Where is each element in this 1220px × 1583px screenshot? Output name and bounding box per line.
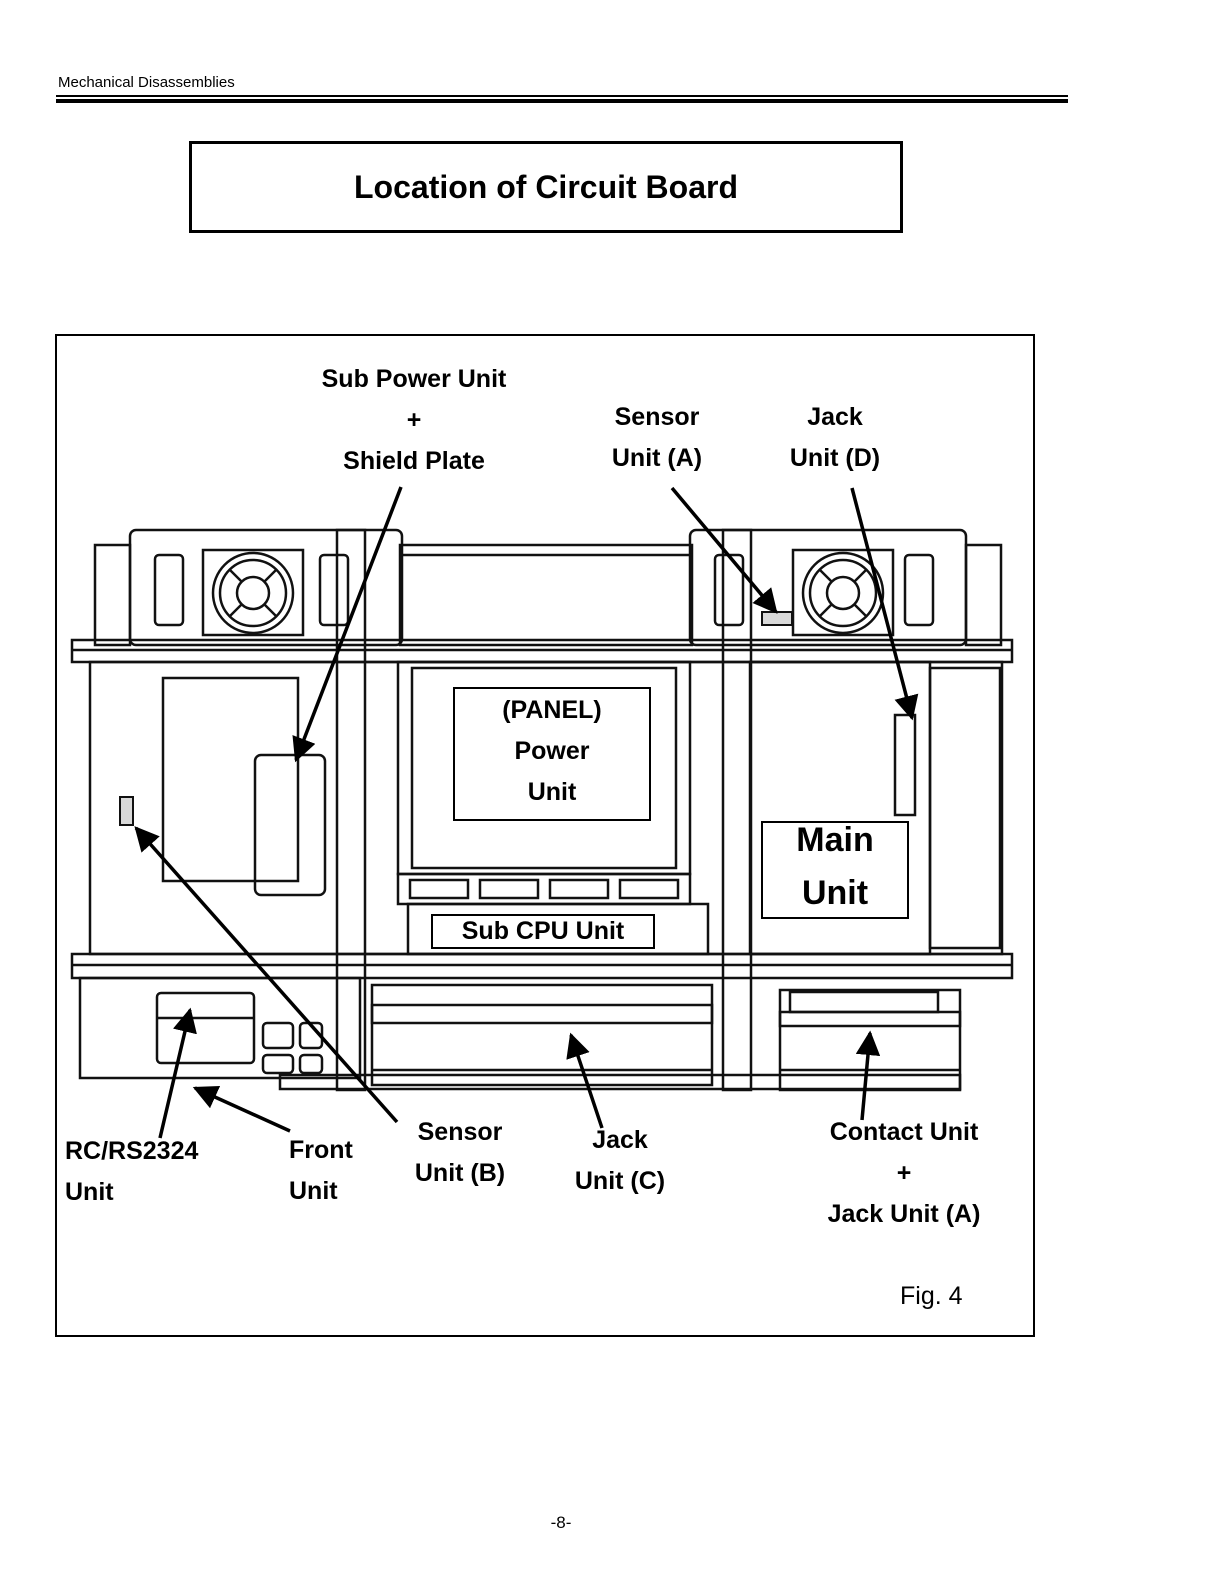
- header-rule-thin: [56, 95, 1068, 97]
- label-sub-cpu-unit: Sub CPU Unit: [461, 917, 625, 945]
- page-number: -8-: [550, 1513, 572, 1532]
- label-line: Unit (B): [414, 1159, 506, 1187]
- label-line: +: [406, 406, 422, 434]
- arrow-sensor-b: [134, 826, 399, 1124]
- label-contact-unit: Contact Unit + Jack Unit (A): [804, 1112, 1004, 1235]
- label-jack-unit-c: Jack Unit (C): [555, 1120, 685, 1202]
- figure-caption: Fig. 4: [900, 1282, 963, 1310]
- label-line: Jack: [807, 403, 863, 431]
- label-line: Shield Plate: [343, 447, 485, 475]
- label-line: Unit: [289, 1177, 338, 1205]
- section-header: Mechanical Disassemblies: [58, 74, 235, 91]
- label-line: Main: [796, 821, 874, 859]
- page-title: Location of Circuit Board: [354, 168, 738, 205]
- label-line: Power: [514, 737, 590, 765]
- label-line: Sensor: [417, 1118, 503, 1146]
- label-line: +: [896, 1159, 912, 1187]
- panel-power-box: [453, 687, 651, 821]
- arrow-contact: [855, 1030, 881, 1121]
- main-unit-box: [761, 821, 909, 919]
- label-line: RC/RS2324: [65, 1137, 199, 1165]
- arrow-sensor-a: [670, 486, 778, 614]
- label-line: Contact Unit: [829, 1118, 979, 1146]
- bottom-frame: [70, 952, 1014, 1092]
- label-main-unit: Main Unit: [762, 814, 908, 920]
- arrow-jack-c: [566, 1032, 604, 1129]
- sensor-b-board-highlight: [119, 796, 134, 826]
- right-fan-assembly: [713, 548, 935, 637]
- label-line: Sub Power Unit: [321, 365, 507, 393]
- label-line: Jack Unit (A): [827, 1200, 981, 1228]
- label-line: Front: [289, 1136, 353, 1164]
- arrow-jack-d: [850, 487, 919, 721]
- title-box: Location of Circuit Board: [189, 141, 903, 233]
- label-line: Jack: [592, 1126, 648, 1154]
- label-line: Sensor: [614, 403, 700, 431]
- label-line: (PANEL): [502, 696, 602, 724]
- label-panel-power-unit: (PANEL) Power Unit: [454, 690, 650, 813]
- top-frame: [70, 528, 1014, 664]
- label-line: Unit: [801, 874, 869, 912]
- label-line: Unit (A): [611, 444, 703, 472]
- label-line: Unit: [527, 778, 577, 806]
- arrow-rc-rs: [158, 1007, 197, 1139]
- left-fan-assembly: [153, 548, 350, 637]
- label-front-unit: Front Unit: [289, 1130, 353, 1212]
- label-line: Unit (C): [574, 1167, 666, 1195]
- label-sensor-unit-a: Sensor Unit (A): [592, 397, 722, 479]
- label-sub-power-unit: Sub Power Unit + Shield Plate: [304, 359, 524, 482]
- label-line: Unit (D): [789, 444, 881, 472]
- label-sensor-unit-b: Sensor Unit (B): [395, 1112, 525, 1194]
- label-jack-unit-d: Jack Unit (D): [770, 397, 900, 479]
- arrow-front: [192, 1085, 291, 1133]
- figure-frame: [55, 334, 1035, 1337]
- sub-cpu-box: [431, 914, 655, 949]
- label-rc-rs2324-unit: RC/RS2324 Unit: [65, 1131, 198, 1213]
- label-line: Unit: [65, 1178, 114, 1206]
- arrow-sub-power: [292, 486, 403, 763]
- header-rule-thick: [56, 99, 1068, 103]
- sensor-a-board-highlight: [761, 611, 793, 626]
